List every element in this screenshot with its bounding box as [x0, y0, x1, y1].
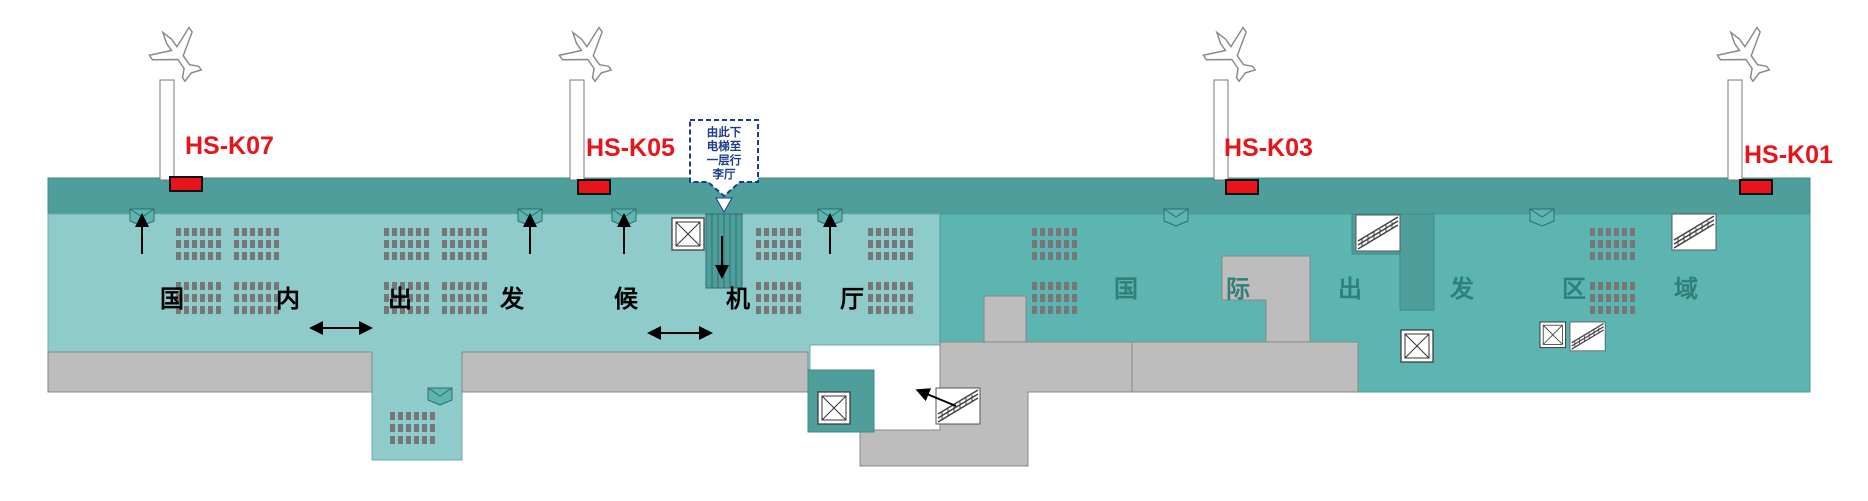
escalator-to-baggage-hall	[705, 213, 743, 289]
elevator-icon	[817, 391, 851, 425]
domestic-zone-label: 候	[614, 285, 639, 313]
international-zone-label: 发	[1449, 275, 1474, 303]
service-area	[461, 351, 809, 393]
apron-band	[47, 177, 1811, 215]
arrow-icon	[915, 388, 957, 407]
escalator-icon	[1355, 214, 1401, 252]
gate-bar	[577, 179, 611, 195]
service-area	[47, 351, 373, 393]
gate-label-k07: HS-K07	[185, 132, 274, 160]
domestic-zone-label: 厅	[840, 285, 864, 313]
escalator-note-line: 电梯至	[707, 139, 742, 153]
escalator-note-line: 一层行	[707, 153, 742, 167]
domestic-zone-label: 内	[276, 285, 300, 313]
domestic-zone-label: 国	[160, 285, 184, 313]
jet-bridge	[1196, 17, 1268, 181]
gate-bar	[1739, 179, 1773, 195]
jet-bridge	[142, 17, 214, 181]
jet-bridge	[1710, 17, 1782, 181]
stair-well	[1399, 213, 1435, 311]
gate-label-k03: HS-K03	[1224, 134, 1313, 162]
gate-bar	[1225, 179, 1259, 195]
escalator-icon	[1569, 321, 1606, 352]
escalator-icon	[935, 387, 981, 425]
international-zone-label: 域	[1674, 275, 1698, 303]
international-zone-label: 国	[1114, 275, 1138, 303]
international-zone-label: 出	[1338, 275, 1362, 303]
gate-label-k05: HS-K05	[586, 134, 675, 162]
international-zone-label: 际	[1226, 275, 1250, 303]
gate-bar	[169, 176, 203, 192]
elevator-icon	[671, 217, 705, 251]
escalator-note-line: 李厅	[712, 167, 736, 181]
gate-label-k01: HS-K01	[1744, 141, 1833, 169]
escalator-note-callout: 由此下 电梯至 一层行 李厅	[689, 119, 759, 214]
service-area	[1131, 341, 1359, 393]
elevator-icon	[1400, 329, 1434, 363]
domestic-departure-zone	[47, 213, 941, 461]
escalator-note-line: 由此下	[707, 125, 742, 139]
domestic-zone-label: 出	[388, 285, 412, 313]
service-area	[859, 341, 1133, 467]
service-area	[1221, 255, 1311, 343]
domestic-zone-label: 机	[726, 285, 750, 313]
elevator-icon	[1539, 321, 1567, 349]
international-zone-label: 区	[1562, 275, 1586, 303]
service-area	[983, 295, 1027, 343]
escalator-icon	[1671, 213, 1717, 251]
domestic-zone-label: 发	[499, 285, 524, 313]
